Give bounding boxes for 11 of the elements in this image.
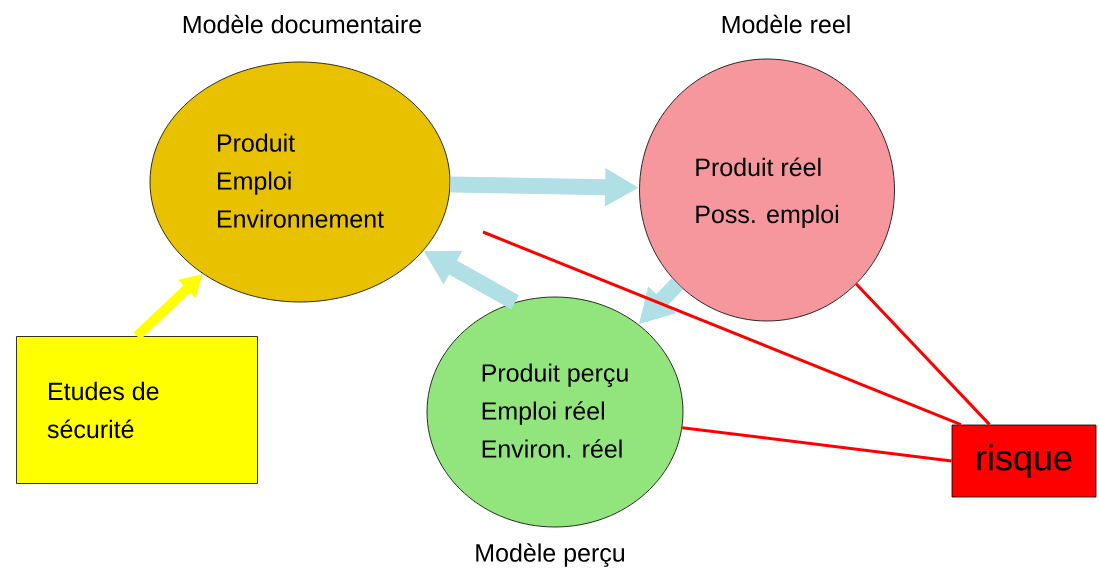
node-title: Modèle documentaire (183, 14, 422, 34)
text-box: risque (951, 424, 1097, 498)
ellipse-node: Produit réel Poss. emploi (639, 58, 895, 322)
text-box: Etudes de sécurité (16, 336, 258, 484)
node-title: Modèle reel (722, 14, 850, 34)
ellipse-node: Produit perçu Emploi réel Environ. réel (426, 296, 684, 528)
node-title: Modèle perçu (476, 543, 625, 567)
connector-line (482, 230, 962, 426)
connector-line (855, 283, 991, 426)
ellipse-node: Produit Emploi Environnement (149, 61, 451, 303)
connector-line (682, 426, 952, 463)
